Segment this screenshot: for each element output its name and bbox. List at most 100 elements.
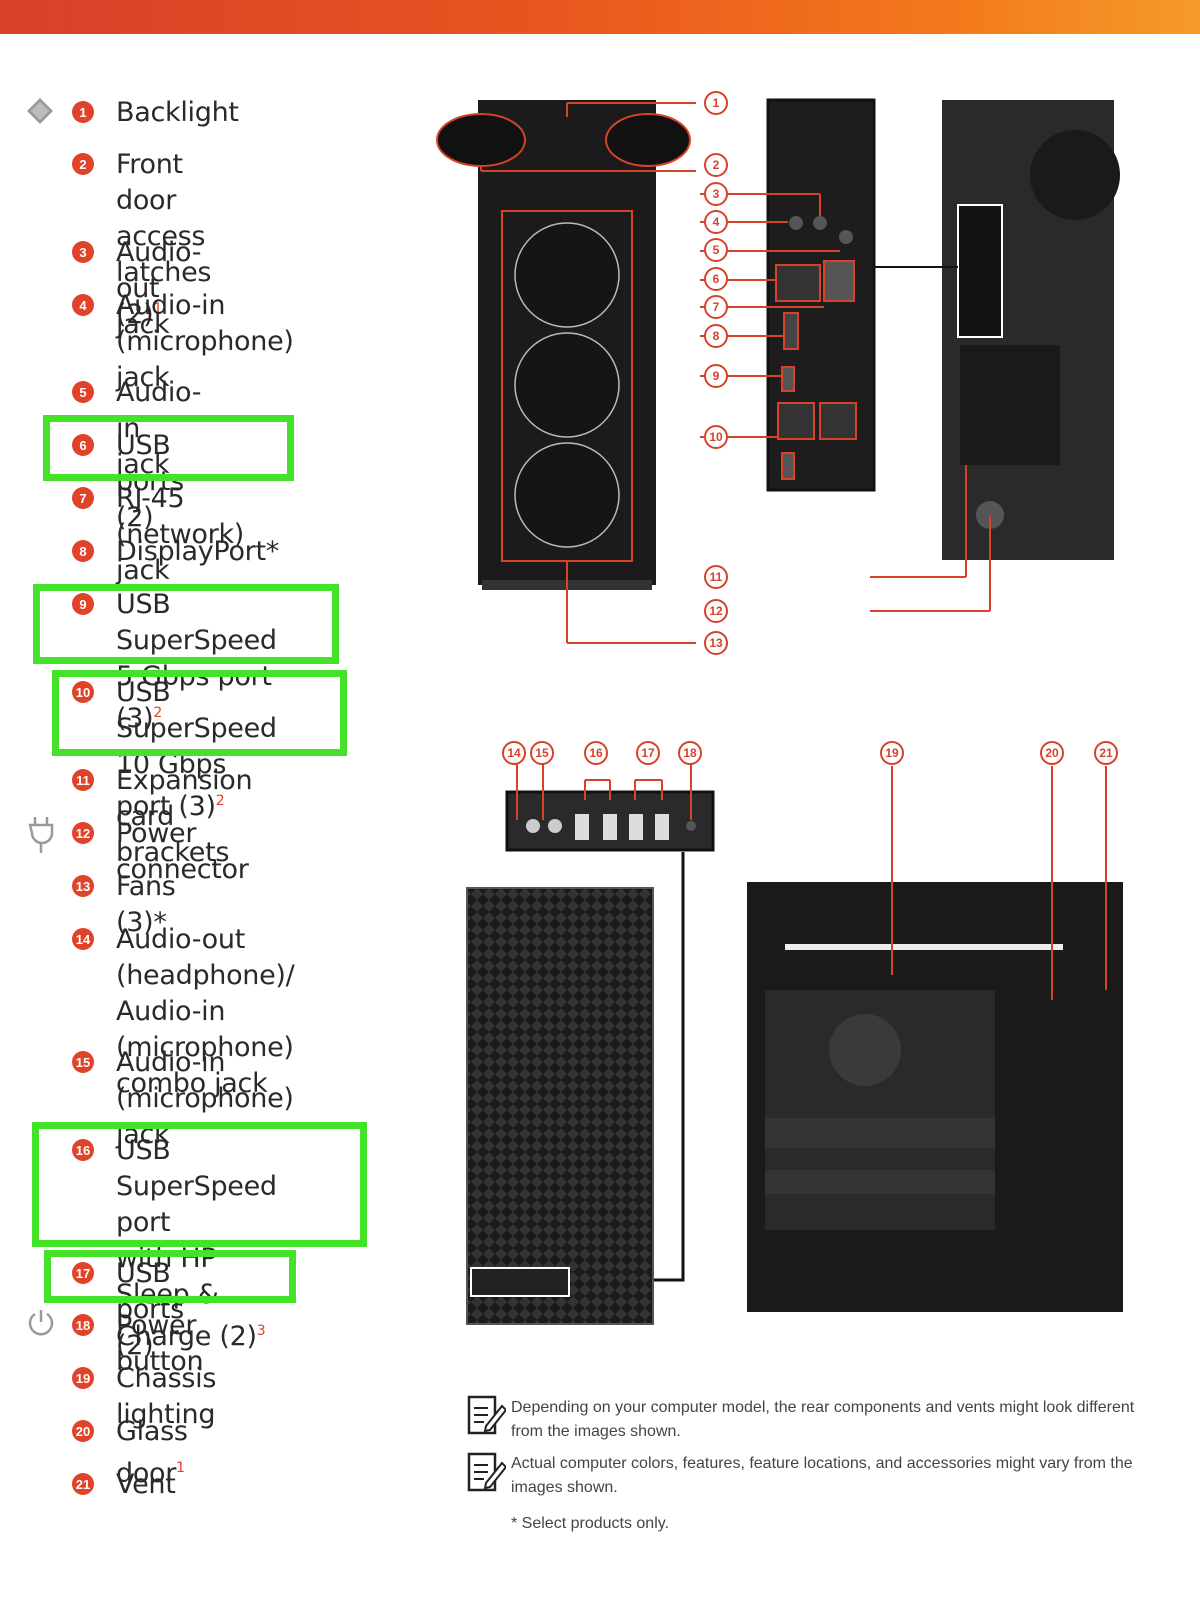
footnote-marker: 1 [176, 1460, 185, 1476]
callout-5: 5 [704, 238, 728, 262]
plug-icon [28, 817, 54, 853]
front-mesh-tower-diagram [465, 882, 655, 1327]
side-glass-tower-diagram [745, 880, 1125, 1320]
callout-12: 12 [704, 599, 728, 623]
front-view-diagram [436, 95, 704, 655]
rear-io-illustration [700, 98, 876, 492]
legend-item-text: Vent [116, 1467, 176, 1503]
callout-7: 7 [704, 295, 728, 319]
legend-item-label: Audio-out (headphone)/ Audio-in (microph… [116, 924, 295, 1099]
side-glass-tower-illustration [747, 882, 1123, 1312]
callout-20: 20 [1040, 741, 1064, 765]
note-text-2: Actual computer colors, features, featur… [511, 1455, 1133, 1496]
legend-item-label: Power connector [116, 818, 249, 885]
legend-item-label: Vent [116, 1469, 176, 1500]
legend-number-badge: 21 [72, 1473, 94, 1495]
note-pencil-icon [467, 1452, 506, 1492]
callout-17: 17 [636, 741, 660, 765]
legend-number-badge: 17 [72, 1262, 94, 1284]
highlight-box-usb-10gbps-10 [52, 670, 347, 756]
legend-item-label: DisplayPort* [116, 536, 279, 567]
header-color-band [0, 0, 1200, 34]
legend-item-label: Chassis lighting [116, 1363, 217, 1430]
legend-number-badge: 18 [72, 1314, 94, 1336]
highlight-box-usb-ports-17 [44, 1250, 296, 1303]
legend-item-text: Front door access latches (2)1 [116, 147, 211, 333]
callout-13: 13 [704, 631, 728, 655]
legend-item-text: Backlight [116, 95, 239, 131]
legend-item-text: Audio-in (microphone) jack [116, 288, 294, 396]
rear-tower-diagram [730, 95, 1120, 655]
legend-item-label: Front door access latches (2) [116, 149, 212, 330]
highlight-box-usb-sleep-charge-16 [32, 1122, 367, 1247]
footnote-marker: 3 [256, 1323, 266, 1339]
front-io-panel-diagram [505, 790, 715, 852]
callout-4: 4 [704, 210, 728, 234]
legend-number-badge: 14 [72, 928, 94, 950]
note-text-1: Depending on your computer model, the re… [511, 1399, 1135, 1440]
callout-1: 1 [704, 91, 728, 115]
legend-item-text: Glass door1 [116, 1414, 188, 1492]
legend-item-text: Audio-out jack [116, 235, 202, 343]
callout-6: 6 [704, 267, 728, 291]
callout-11: 11 [704, 565, 728, 589]
callout-16: 16 [584, 741, 608, 765]
legend-item-text: DisplayPort* [116, 534, 279, 570]
legend-number-badge: 3 [72, 241, 94, 263]
legend-item-label: Fans (3)* [116, 871, 176, 938]
legend-number-badge: 7 [72, 487, 94, 509]
legend-item-label: Expansion card brackets [116, 765, 253, 868]
legend-item-label: Audio-in (microphone) jack [116, 290, 294, 393]
legend-item-label: RJ-45 (network) jack [116, 483, 245, 586]
callout-19: 19 [880, 741, 904, 765]
callout-14: 14 [502, 741, 526, 765]
legend-number-badge: 4 [72, 294, 94, 316]
legend-number-badge: 9 [72, 593, 94, 615]
footnote-select-products: * Select products only. [511, 1515, 670, 1532]
legend-item-text: Power connector [116, 816, 249, 888]
legend-item-text: Audio-out (headphone)/ Audio-in (microph… [116, 922, 295, 1102]
legend-item-text: RJ-45 (network) jack [116, 481, 244, 589]
legend-number-badge: 6 [72, 434, 94, 456]
rear-io-diagram [700, 95, 880, 655]
side-tower-connector-lines [891, 766, 1107, 1000]
legend-number-badge: 15 [72, 1051, 94, 1073]
callout-15: 15 [530, 741, 554, 765]
legend-number-badge: 2 [72, 153, 94, 175]
callout-9: 9 [704, 364, 728, 388]
legend-item-label: Backlight [116, 97, 239, 128]
footnote-marker: 2 [215, 793, 225, 809]
legend-item-label: Audio-out jack [116, 237, 202, 340]
legend-number-badge: 8 [72, 540, 94, 562]
highlight-box-usb-ports-6 [43, 415, 294, 481]
legend-number-badge: 1 [72, 101, 94, 123]
legend-item-text: Expansion card brackets [116, 763, 253, 871]
note-pencil-icon [467, 1395, 506, 1435]
footnote-marker: 1 [153, 301, 162, 317]
callout-18: 18 [678, 741, 702, 765]
legend-number-badge: 20 [72, 1420, 94, 1442]
front-view-illustration [436, 100, 704, 644]
legend-number-badge: 10 [72, 681, 94, 703]
callout-3: 3 [704, 182, 728, 206]
highlight-box-usb-5gbps-9 [33, 584, 339, 664]
power-icon [28, 1310, 54, 1336]
rear-tower-illustration [730, 100, 1120, 612]
legend-item-text: Chassis lighting [116, 1361, 216, 1433]
front-mesh-tower-illustration [466, 887, 654, 1325]
legend-item-text: USB ports (2) [116, 428, 184, 536]
legend-item-label: Power button [116, 1310, 204, 1377]
legend-item-text: Fans (3)* [116, 869, 176, 941]
legend-number-badge: 13 [72, 875, 94, 897]
callout-2: 2 [704, 153, 728, 177]
front-io-panel-illustration [505, 790, 715, 852]
footnote-marker: 2 [153, 705, 162, 721]
callout-10: 10 [704, 425, 728, 449]
legend-item-text: Power button [116, 1308, 204, 1380]
callout-21: 21 [1094, 741, 1118, 765]
legend-number-badge: 5 [72, 381, 94, 403]
legend-item-label: Audio-in (microphone) jack [116, 1047, 294, 1150]
legend-item-label: Glass door [116, 1416, 188, 1489]
legend-number-badge: 16 [72, 1139, 94, 1161]
legend-item-label: USB ports (2) [116, 430, 184, 533]
